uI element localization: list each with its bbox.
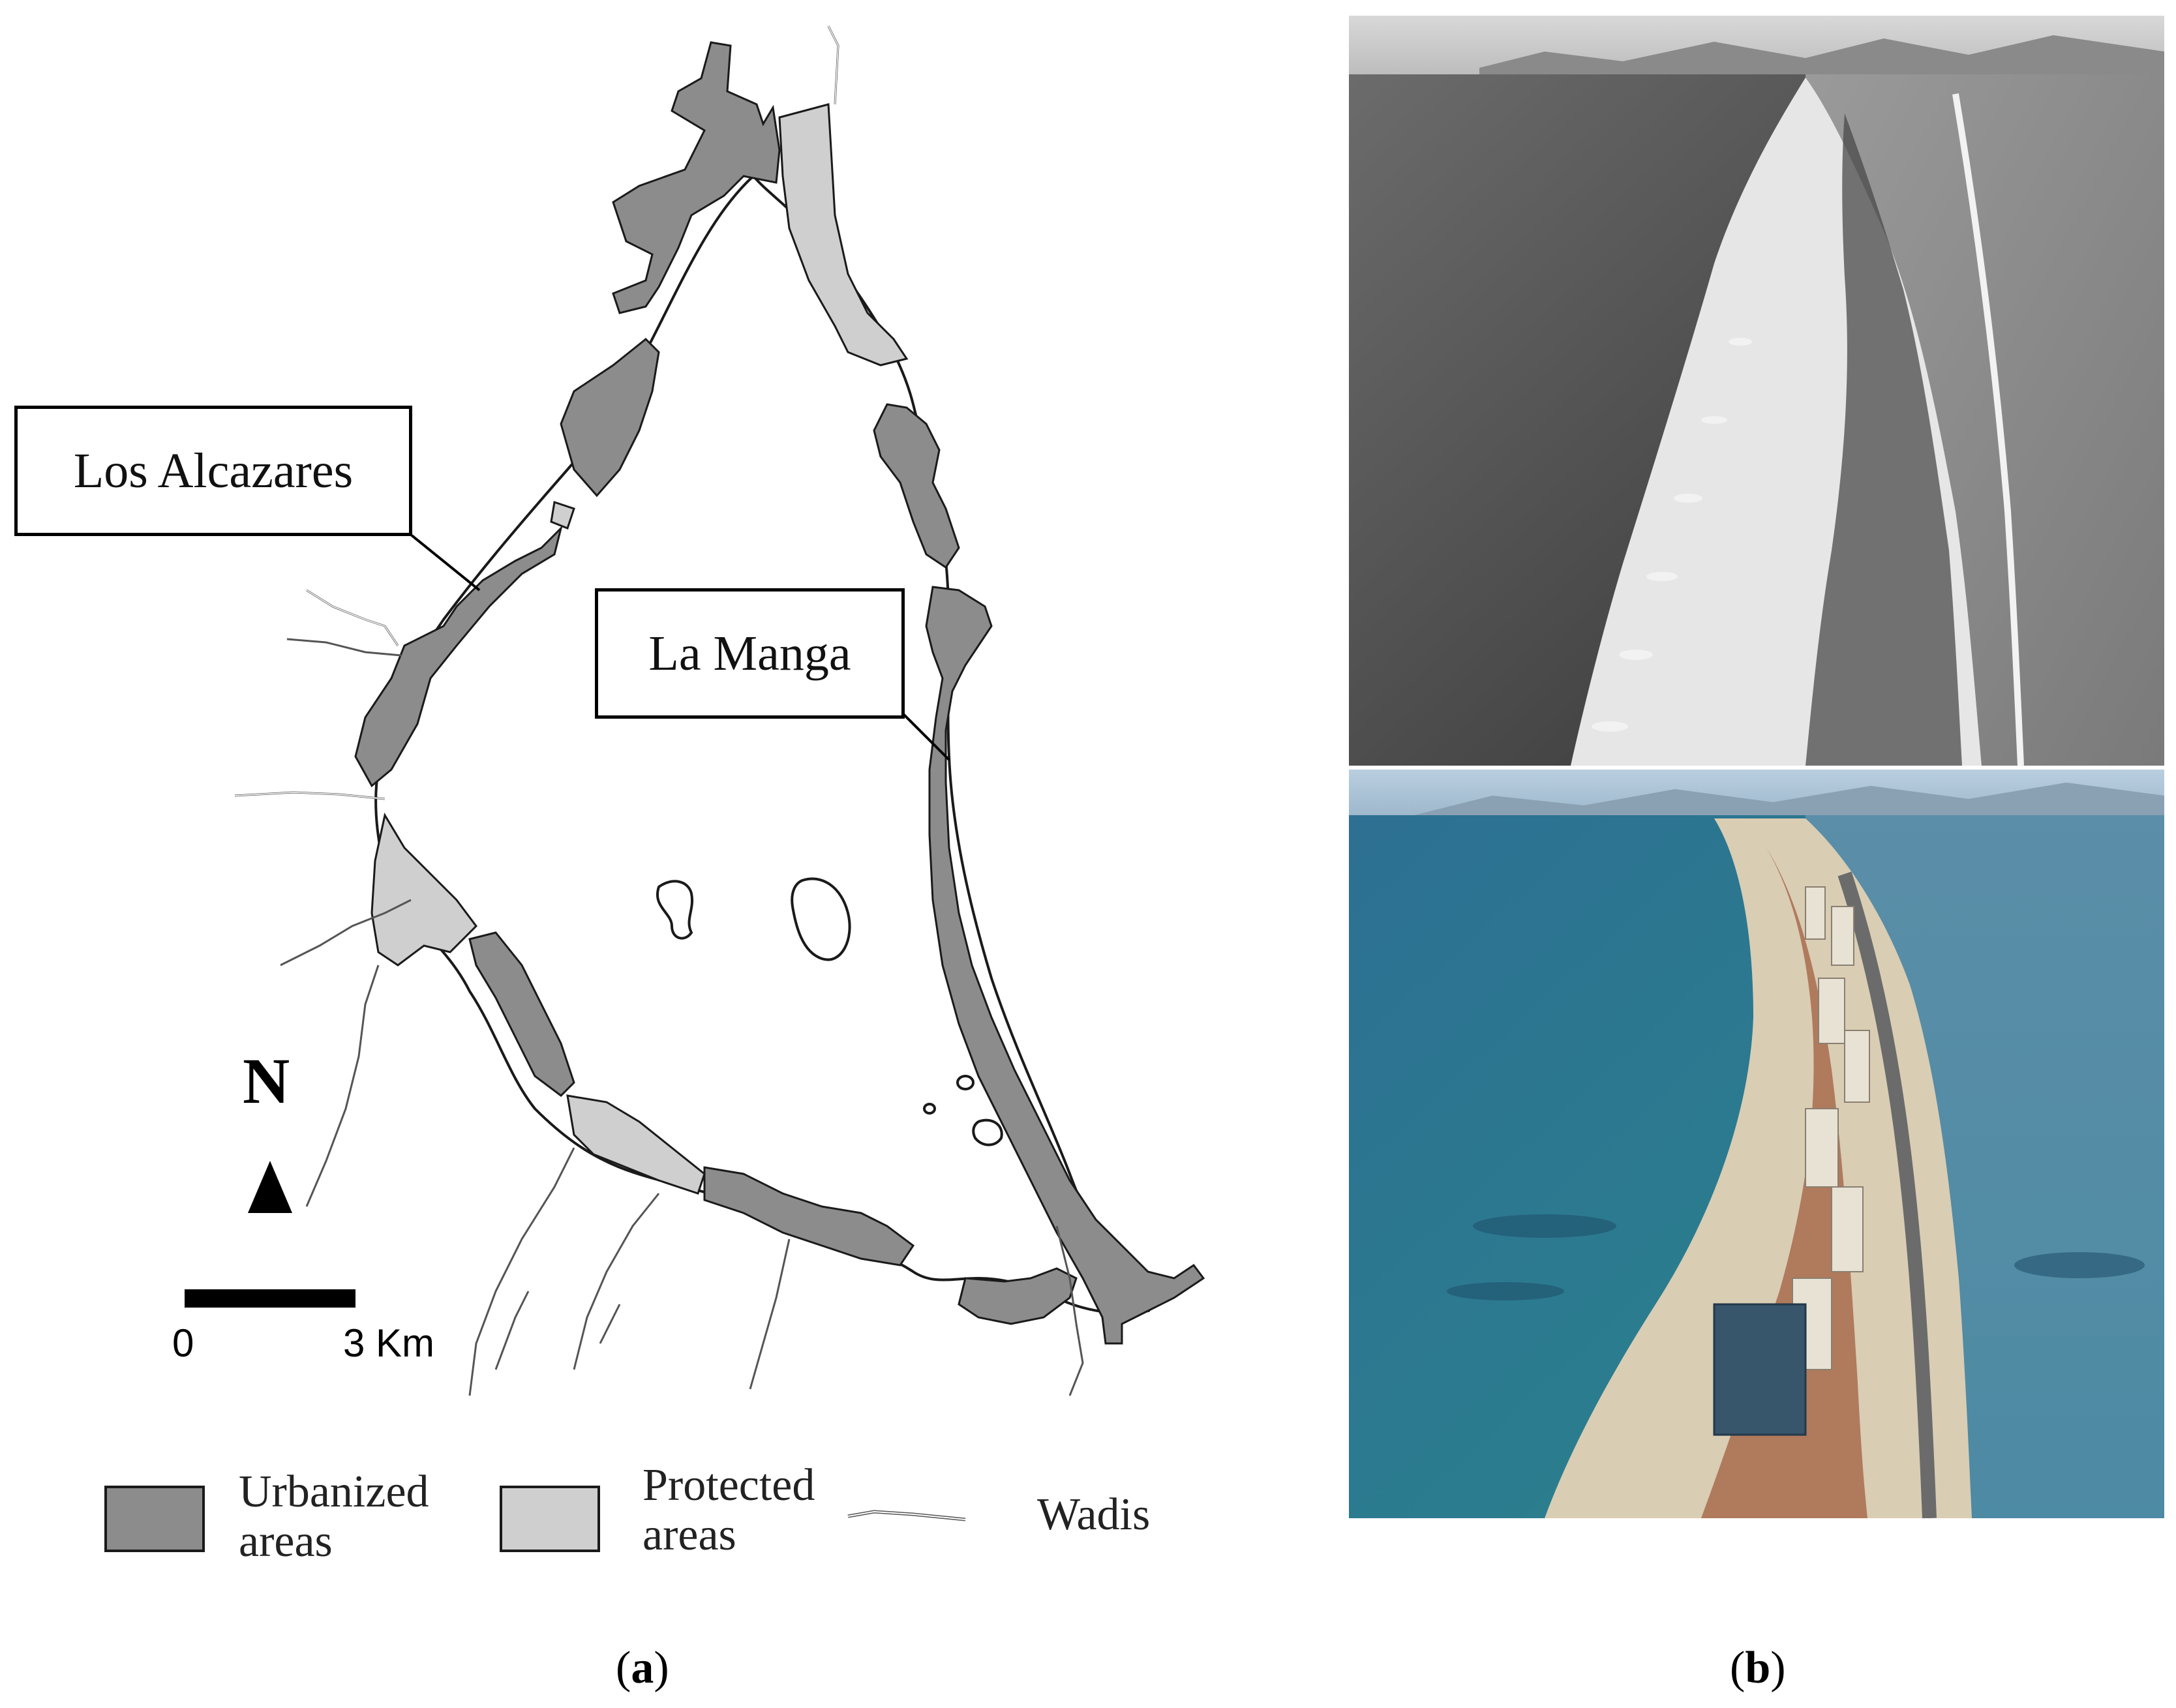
- los-alcazares-label: Los Alcazares: [14, 406, 412, 536]
- caption-b-letter: b: [1745, 1643, 1771, 1693]
- aerial-photo-modern-icon: [1349, 770, 2164, 1518]
- lagoon-islands: [656, 877, 1003, 1146]
- protected-areas: [370, 103, 909, 1195]
- la-manga-text: La Manga: [648, 625, 851, 681]
- urbanized-areas: [354, 41, 1205, 1345]
- legend-protected-line1: Protected: [642, 1460, 815, 1510]
- north-arrow-icon: [248, 1161, 292, 1213]
- scale-end-label: 3 Km: [343, 1321, 435, 1365]
- scale-start-label: 0: [172, 1321, 194, 1365]
- los-alcazares-text: Los Alcazares: [73, 443, 354, 498]
- caption-a: (a): [616, 1643, 669, 1693]
- legend-label-protected: Protected areas: [642, 1461, 815, 1560]
- legend-label-urbanized: Urbanized areas: [239, 1467, 429, 1566]
- legend-urbanized-line2: areas: [239, 1516, 333, 1566]
- lagoon-map: [104, 25, 1205, 1552]
- legend-swatch-wadis-inner: [847, 1510, 966, 1520]
- legend-swatch-urbanized: [104, 1486, 205, 1552]
- aerial-photo-historic-icon: [1349, 16, 2164, 766]
- caption-b: (b): [1730, 1643, 1786, 1693]
- legend-protected-line2: areas: [642, 1510, 736, 1560]
- scale-bar: [185, 1289, 355, 1308]
- los-alcazares-leader: [410, 533, 481, 592]
- aerial-photo-historic: [1349, 16, 2164, 766]
- north-letter: N: [243, 1045, 290, 1117]
- legend-urbanized-line1: Urbanized: [239, 1467, 429, 1517]
- la-manga-leader: [902, 713, 950, 761]
- legend-label-wadis: Wadis: [1037, 1490, 1151, 1540]
- legend-swatch-protected: [500, 1486, 600, 1552]
- wadis-inner: [234, 25, 839, 800]
- la-manga-label: La Manga: [595, 588, 905, 719]
- aerial-photo-modern: [1349, 770, 2164, 1518]
- caption-a-letter: a: [631, 1643, 654, 1693]
